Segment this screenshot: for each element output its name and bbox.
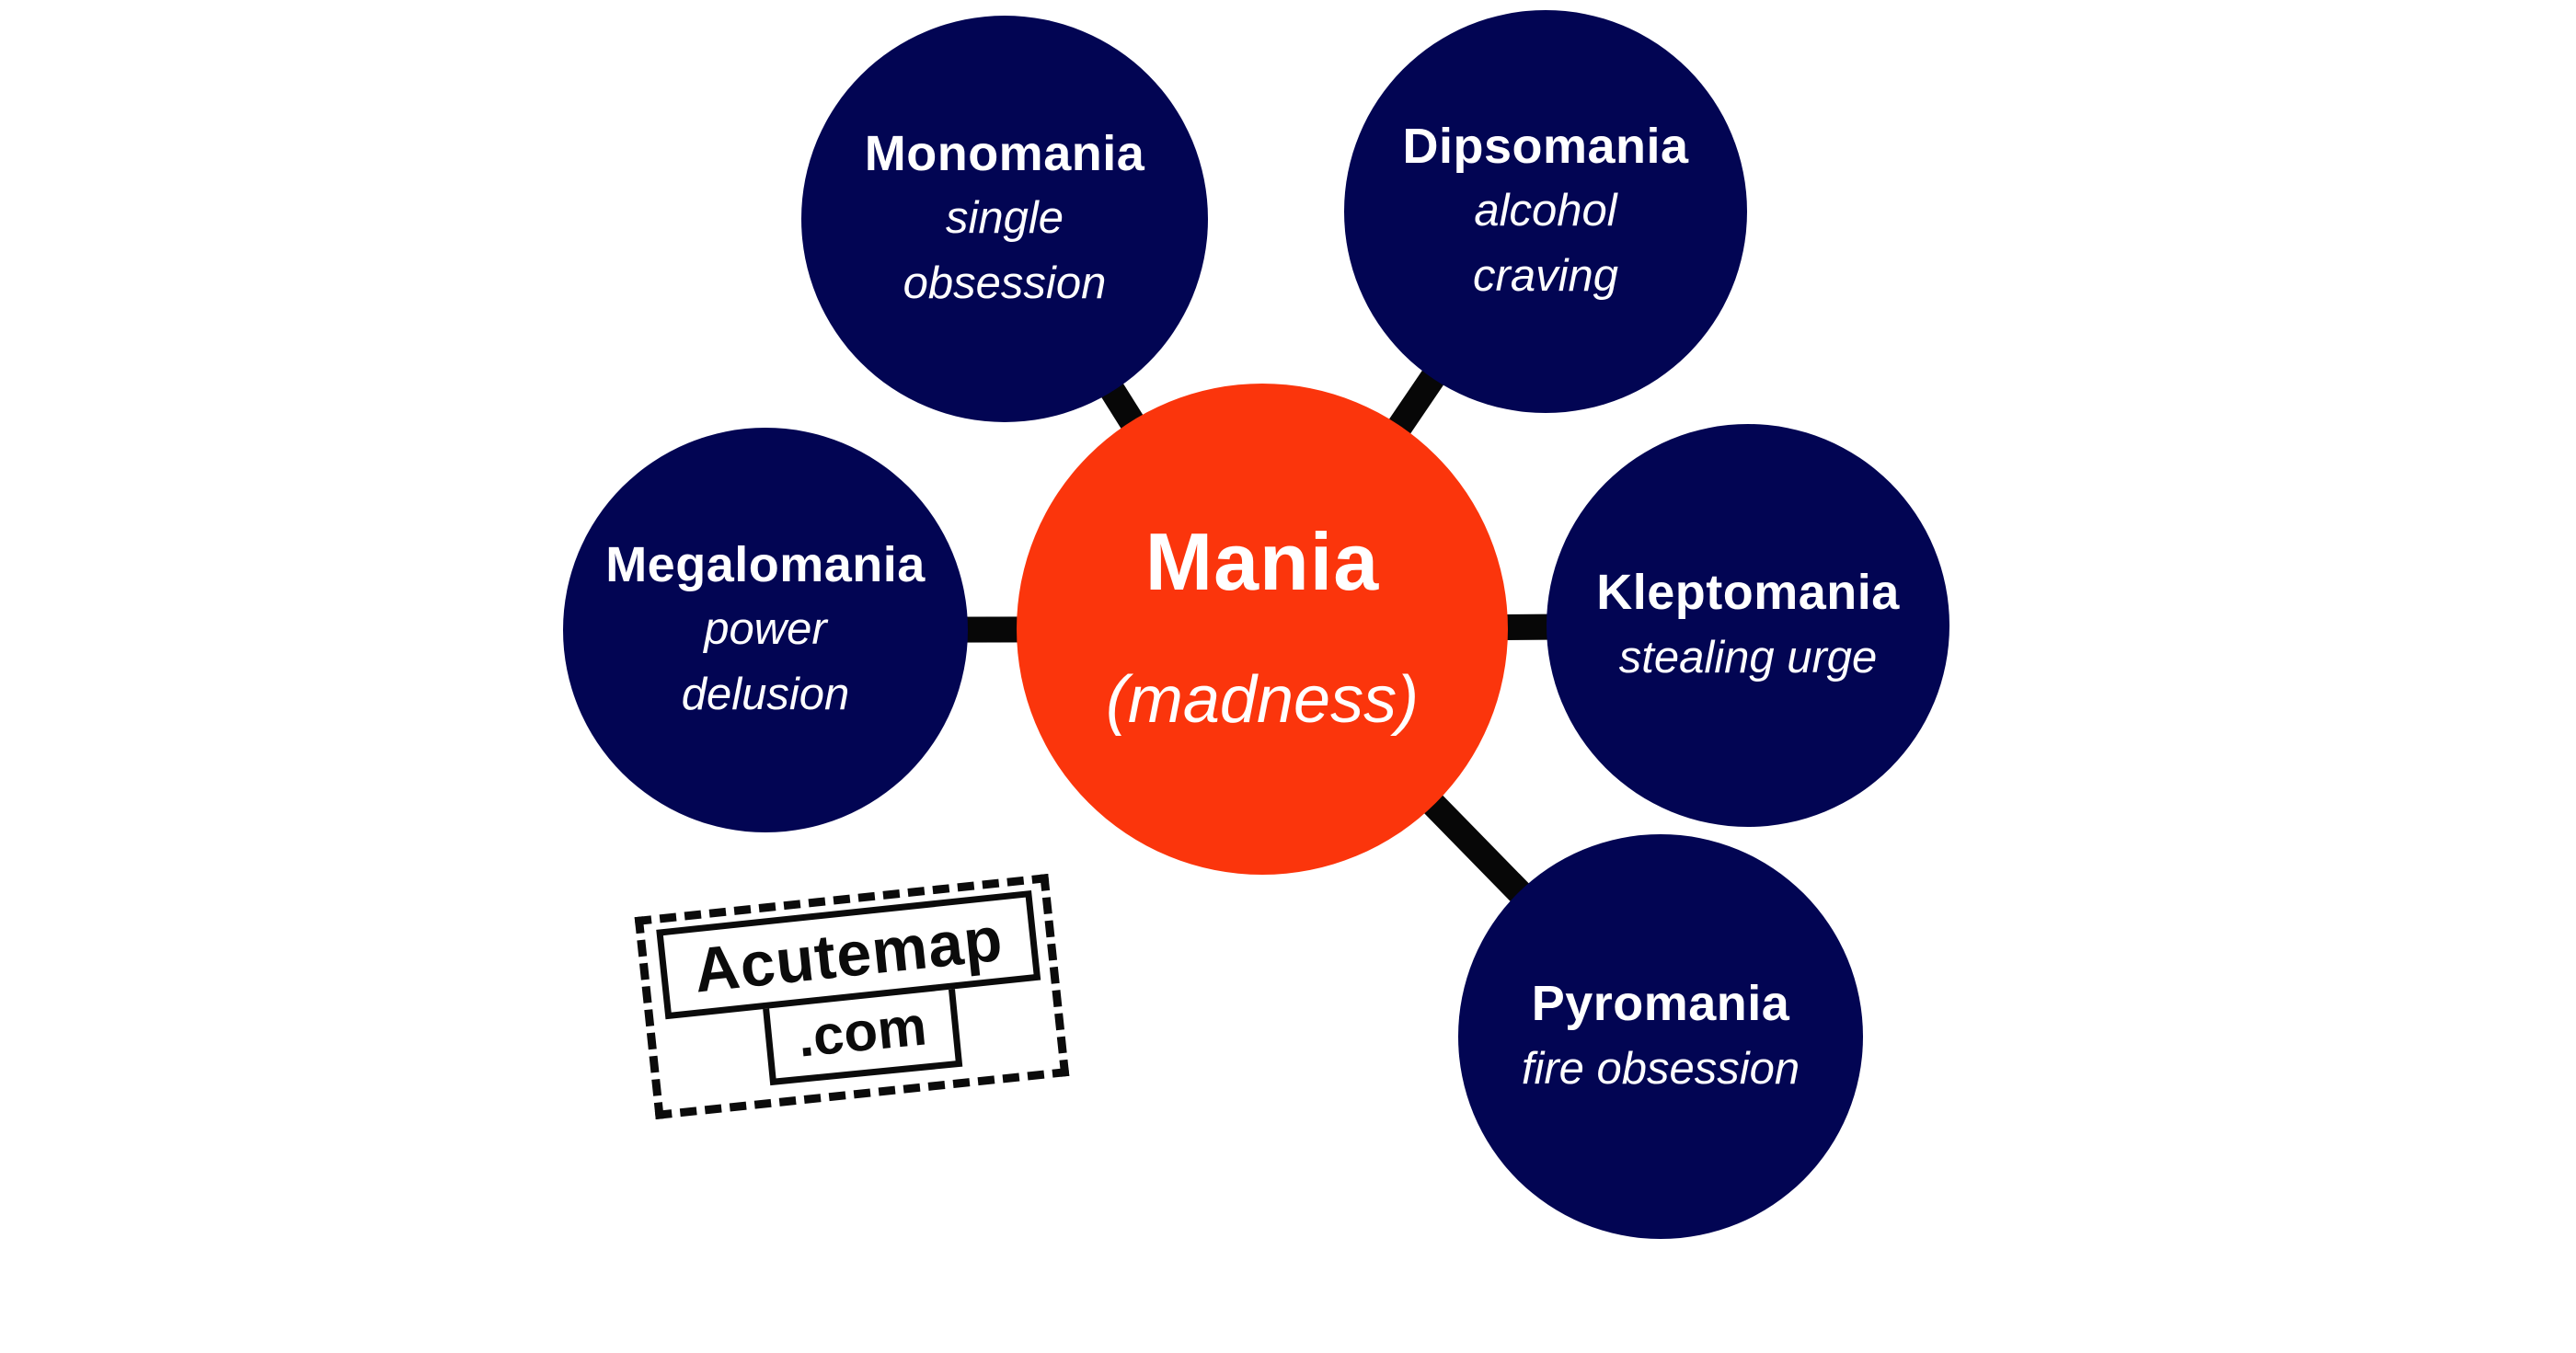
node-megalomania: Megalomania power delusion <box>563 428 968 832</box>
watermark-stamp: Acutemap .com <box>634 873 1070 1120</box>
node-megalomania-subtitle-line2: delusion <box>681 670 850 720</box>
node-kleptomania-subtitle-line1: stealing urge <box>1618 632 1878 682</box>
node-pyromania: Pyromania fire obsession <box>1458 834 1863 1239</box>
node-mania-center: Mania (madness) <box>1017 384 1508 875</box>
node-megalomania-title: Megalomania <box>605 536 926 592</box>
node-mania-subtitle: (madness) <box>1105 662 1420 737</box>
node-dipsomania: Dipsomania alcohol craving <box>1344 10 1747 413</box>
node-dipsomania-title: Dipsomania <box>1402 118 1689 174</box>
node-kleptomania: Kleptomania stealing urge <box>1547 424 1949 827</box>
node-dipsomania-subtitle-line1: alcohol <box>1474 186 1617 236</box>
node-monomania-title: Monomania <box>864 125 1145 181</box>
node-megalomania-subtitle-line1: power <box>704 604 827 655</box>
node-monomania: Monomania single obsession <box>801 16 1208 422</box>
node-monomania-subtitle-line2: obsession <box>903 258 1107 309</box>
node-pyromania-subtitle-line1: fire obsession <box>1521 1043 1800 1094</box>
node-dipsomania-subtitle-line2: craving <box>1473 251 1618 302</box>
node-monomania-subtitle-line1: single <box>945 193 1064 244</box>
watermark-stamp-domain: .com <box>795 993 929 1069</box>
node-mania-title: Mania <box>1144 515 1380 607</box>
node-pyromania-title: Pyromania <box>1531 976 1790 1032</box>
node-kleptomania-title: Kleptomania <box>1596 565 1900 621</box>
